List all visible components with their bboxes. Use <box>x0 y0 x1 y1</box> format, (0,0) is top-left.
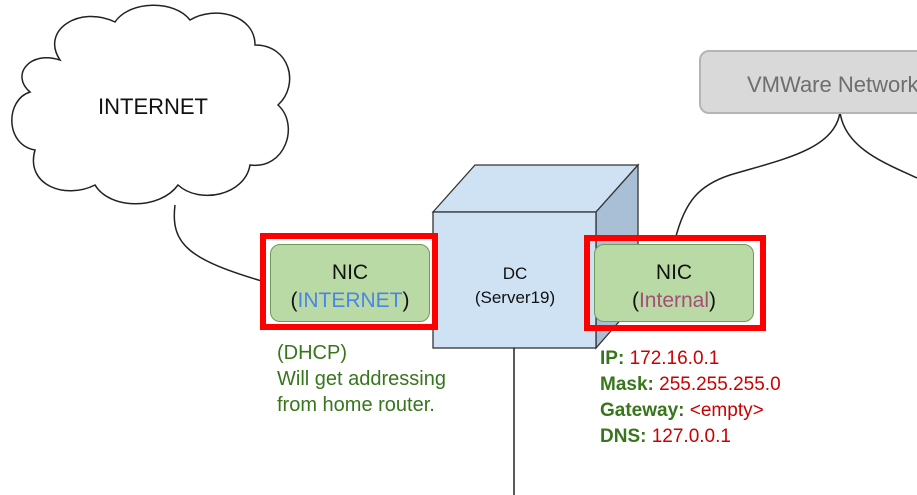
internet-link-line <box>173 204 266 283</box>
internet-cloud-shape <box>11 4 291 205</box>
dhcp-note-line2: Will get addressing <box>277 368 446 390</box>
nic-internal: NIC (Internal) <box>594 244 754 322</box>
internet-cloud-label: INTERNET <box>98 94 208 119</box>
ip-value: 172.16.0.1 <box>629 348 720 369</box>
mask-value: 255.255.255.0 <box>659 374 781 395</box>
nic-internal-title: NIC <box>655 261 693 284</box>
config-gateway-row: Gateway: <empty> <box>600 398 781 424</box>
config-dns-row: DNS: 127.0.0.1 <box>600 424 781 450</box>
gateway-value: <empty> <box>689 400 764 421</box>
nic-internet-title: NIC <box>331 261 369 284</box>
dhcp-note-line1: (DHCP) <box>277 342 347 364</box>
vmware-network-label: VMWare Network <box>747 72 917 97</box>
dc-label: DC (Server19) <box>434 262 596 310</box>
paren-close: ) <box>402 289 410 312</box>
gateway-label: Gateway: <box>600 400 685 421</box>
dns-value: 127.0.0.1 <box>651 426 731 447</box>
highlight-box-internal-nic <box>584 235 766 331</box>
dns-label: DNS: <box>600 426 647 447</box>
nic-internet-subtitle: (INTERNET) <box>271 287 429 315</box>
nic-internal-subtitle: (Internal) <box>595 287 753 315</box>
dhcp-note-line3: from home router. <box>277 394 435 416</box>
nic-internet: NIC (INTERNET) <box>270 244 430 322</box>
vmware-network-box: VMWare Network <box>699 50 917 114</box>
paren-open: ( <box>290 289 298 312</box>
dc-title: DC <box>502 264 528 283</box>
dc-server-name: (Server19) <box>474 288 556 307</box>
nic-internal-name: Internal <box>638 289 710 312</box>
internal-network-config: IP: 172.16.0.1 Mask: 255.255.255.0 Gatew… <box>600 346 781 450</box>
mask-label: Mask: <box>600 374 654 395</box>
paren-close: ) <box>709 289 717 312</box>
vmware-link-line-right <box>839 111 917 179</box>
dhcp-note: (DHCP) Will get addressing from home rou… <box>277 340 446 418</box>
vmware-link-line <box>674 111 841 241</box>
highlight-box-internet-nic <box>260 233 438 330</box>
ip-label: IP: <box>600 348 625 369</box>
dc-cube-front <box>432 211 597 349</box>
paren-open: ( <box>631 289 639 312</box>
config-ip-row: IP: 172.16.0.1 <box>600 346 781 372</box>
config-mask-row: Mask: 255.255.255.0 <box>600 372 781 398</box>
nic-internet-name: INTERNET <box>297 289 403 312</box>
